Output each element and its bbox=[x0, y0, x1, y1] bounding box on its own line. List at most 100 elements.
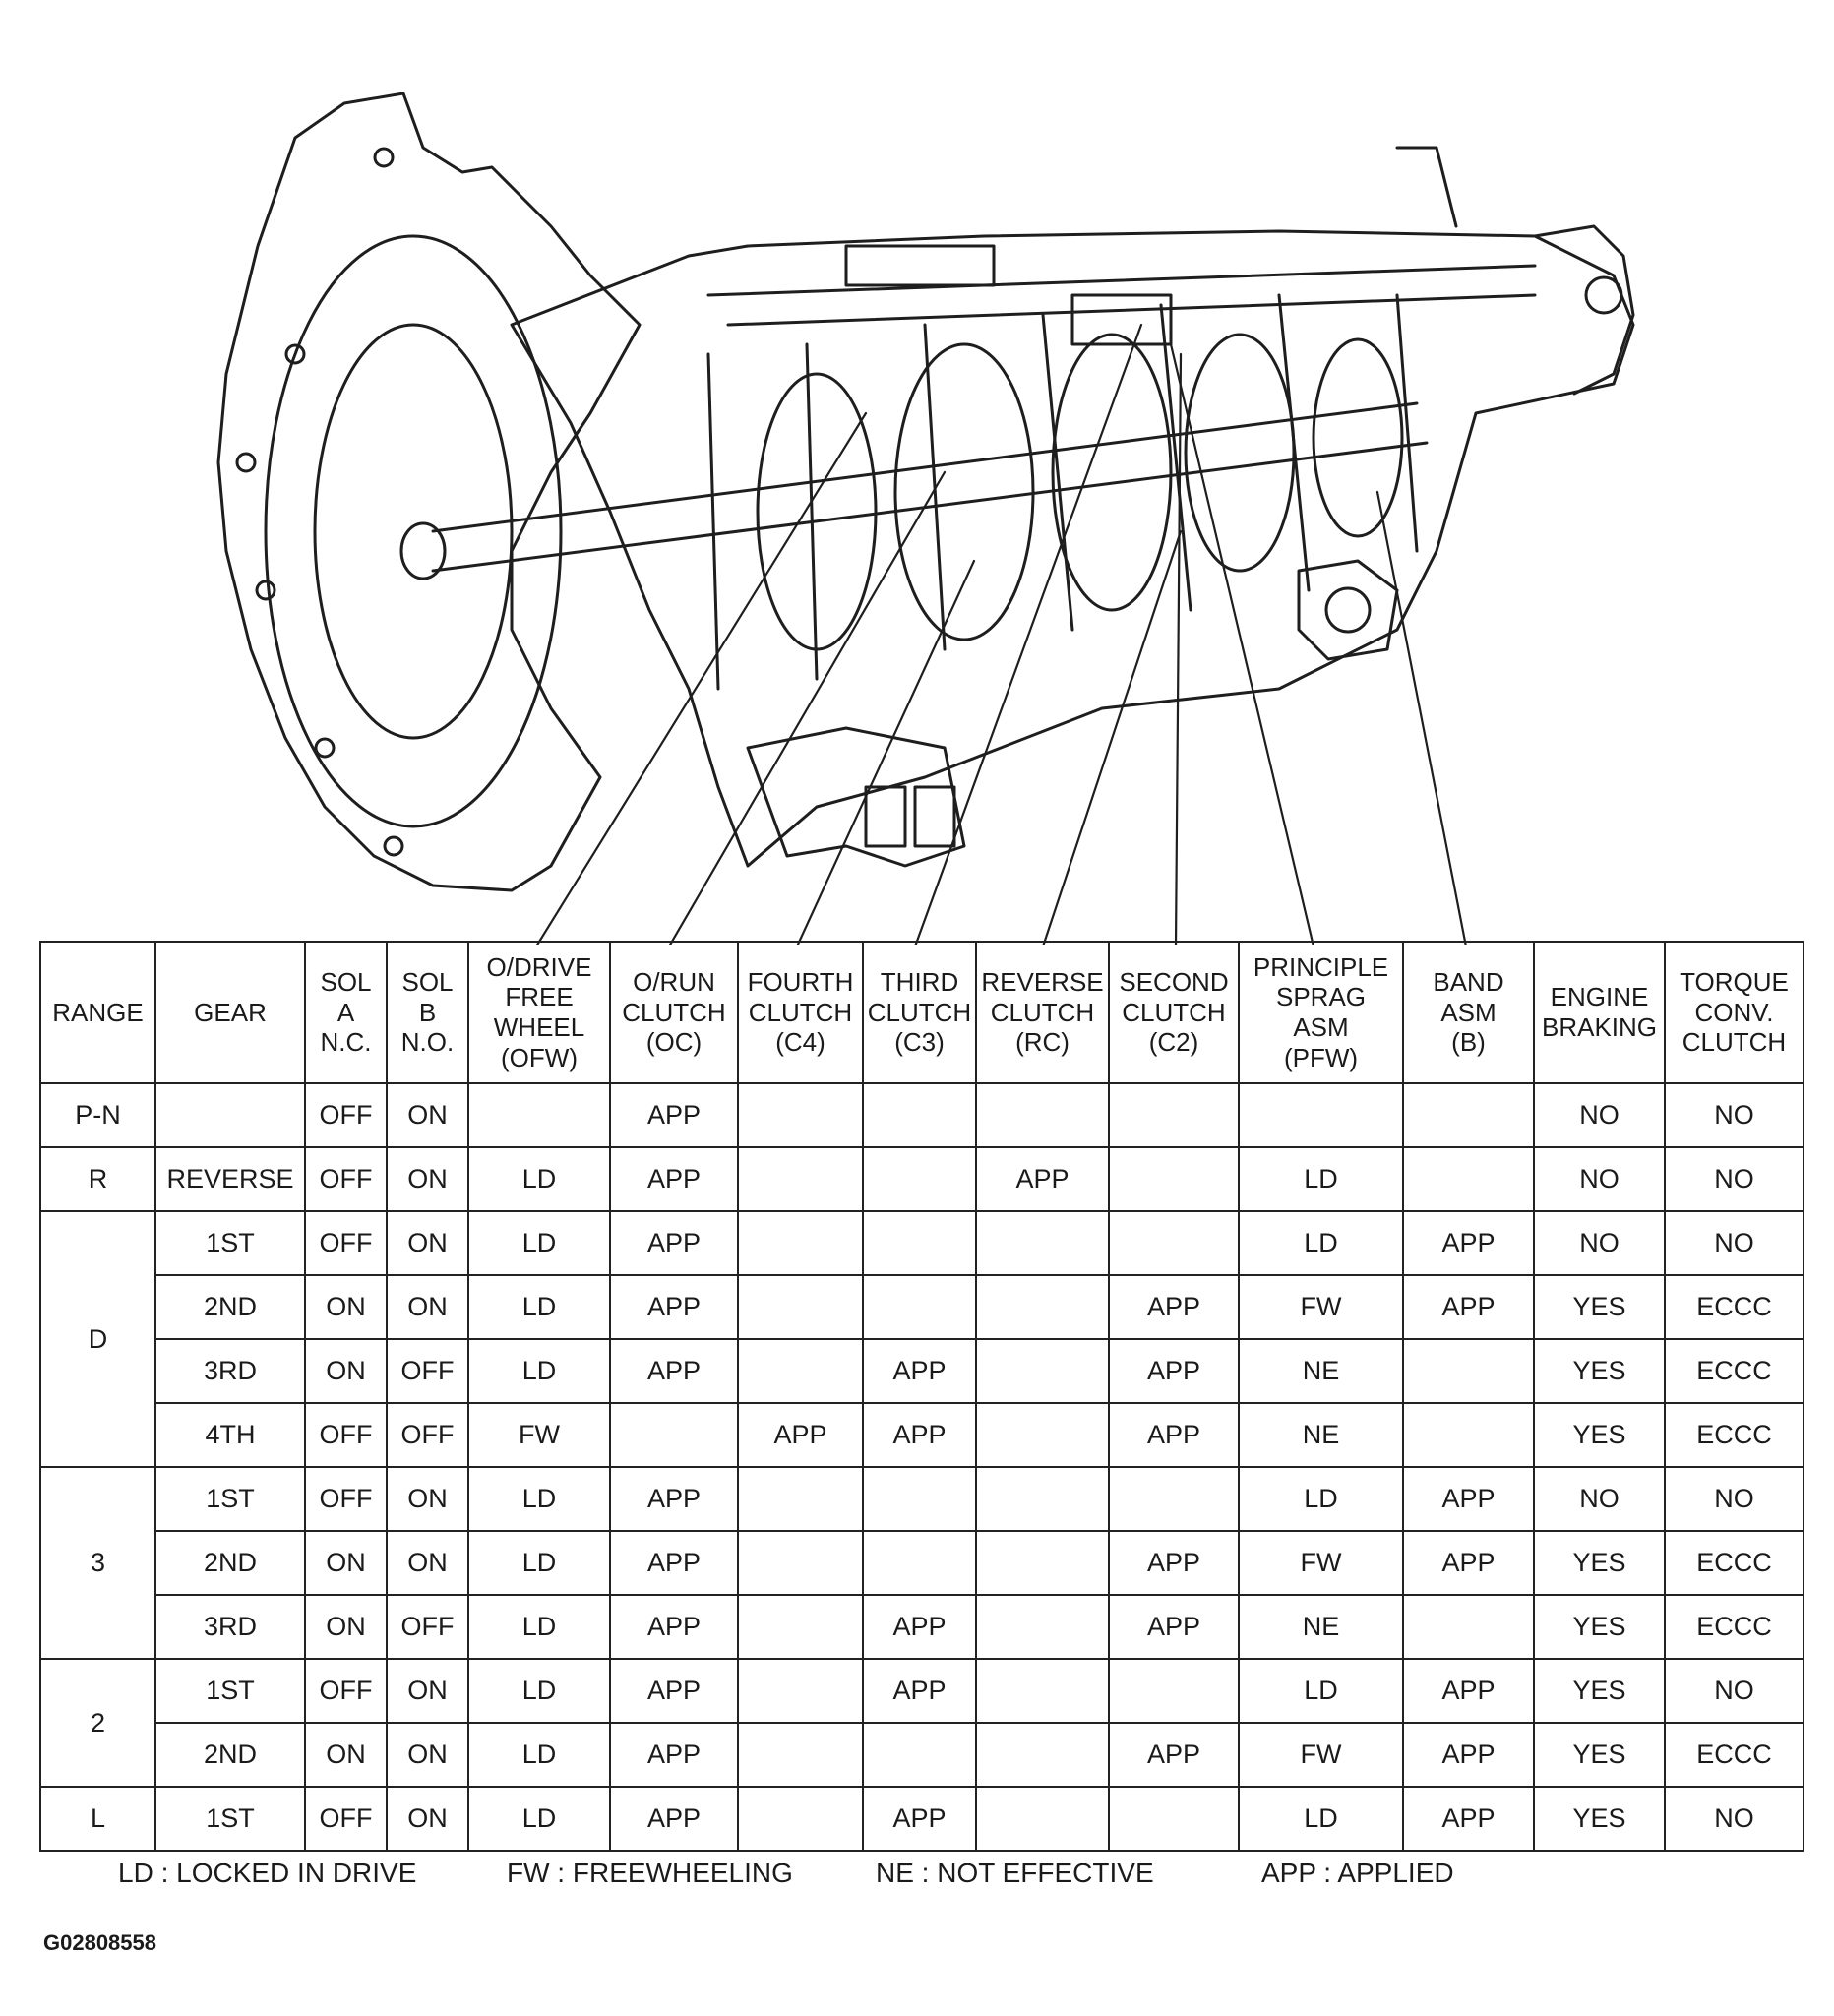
table-cell bbox=[737, 1210, 864, 1276]
bell-housing-face bbox=[264, 234, 563, 828]
table-cell: LD bbox=[1238, 1466, 1404, 1532]
table-cell: ON bbox=[386, 1274, 469, 1340]
table-cell: LD bbox=[467, 1274, 611, 1340]
leader-line-pfw bbox=[1169, 342, 1314, 945]
table-cell: LD bbox=[467, 1658, 611, 1724]
table-cell: ON bbox=[386, 1722, 469, 1788]
table-cell: APP bbox=[1108, 1722, 1240, 1788]
table-cell: OFF bbox=[304, 1402, 388, 1468]
table-cell: LD bbox=[467, 1594, 611, 1660]
table-cell: NE bbox=[1238, 1594, 1404, 1660]
column-header-line: B bbox=[418, 997, 437, 1027]
table-cell: APP bbox=[609, 1530, 739, 1596]
table-cell bbox=[1108, 1082, 1240, 1148]
table-cell: OFF bbox=[304, 1466, 388, 1532]
table-cell bbox=[737, 1082, 864, 1148]
table-cell: LD bbox=[467, 1466, 611, 1532]
column-header-line: CLUTCH bbox=[622, 997, 726, 1027]
table-cell bbox=[737, 1530, 864, 1596]
range-cell: 3 bbox=[39, 1466, 156, 1660]
table-cell: NO bbox=[1664, 1210, 1804, 1276]
valve-body bbox=[746, 726, 966, 868]
table-cell: OFF bbox=[304, 1082, 388, 1148]
table-cell: ECCC bbox=[1664, 1530, 1804, 1596]
table-cell: LD bbox=[1238, 1146, 1404, 1212]
table-cell: OFF bbox=[304, 1210, 388, 1276]
table-cell: LD bbox=[467, 1338, 611, 1404]
table-cell bbox=[737, 1658, 864, 1724]
table-cell: APP bbox=[609, 1722, 739, 1788]
column-header-line: (C4) bbox=[775, 1027, 825, 1058]
table-cell bbox=[862, 1082, 977, 1148]
table-cell: 3RD bbox=[154, 1338, 306, 1404]
leader-line-band bbox=[1376, 490, 1467, 945]
main-shaft bbox=[431, 401, 1429, 573]
column-header-line: CLUTCH bbox=[748, 997, 853, 1027]
figure-id: G02808558 bbox=[43, 1930, 156, 1955]
table-cell bbox=[975, 1786, 1110, 1852]
table-cell: ON bbox=[386, 1082, 469, 1148]
table-cell: APP bbox=[862, 1786, 977, 1852]
column-header-line: O/RUN bbox=[633, 966, 715, 997]
table-cell: 2ND bbox=[154, 1722, 306, 1788]
table-cell bbox=[1238, 1082, 1404, 1148]
table-cell: APP bbox=[862, 1338, 977, 1404]
table-cell: ECCC bbox=[1664, 1402, 1804, 1468]
table-cell: OFF bbox=[304, 1658, 388, 1724]
table-cell bbox=[975, 1338, 1110, 1404]
table-cell: YES bbox=[1533, 1594, 1666, 1660]
leader-line-c2 bbox=[1174, 352, 1183, 945]
table-cell: REVERSE bbox=[154, 1146, 306, 1212]
column-header-line: CLUTCH bbox=[990, 997, 1095, 1027]
column-header-line: BAND bbox=[1433, 966, 1504, 997]
table-cell bbox=[737, 1338, 864, 1404]
table-cell bbox=[1402, 1146, 1535, 1212]
column-header: RANGE bbox=[39, 941, 156, 1084]
range-cell: R bbox=[39, 1146, 156, 1212]
column-header-line: THIRD bbox=[880, 966, 959, 997]
column-header-line: CLUTCH bbox=[1122, 997, 1226, 1027]
column-header-line: CONV. bbox=[1694, 997, 1774, 1027]
column-header-line: N.O. bbox=[400, 1027, 455, 1058]
table-cell: ON bbox=[386, 1530, 469, 1596]
column-header-line: (OFW) bbox=[501, 1042, 578, 1072]
table-cell bbox=[737, 1466, 864, 1532]
legend-app: APP : APPLIED bbox=[1261, 1858, 1454, 1888]
transmission-case bbox=[510, 229, 1635, 868]
table-cell: APP bbox=[1402, 1658, 1535, 1724]
table-cell: YES bbox=[1533, 1786, 1666, 1852]
leader-lines bbox=[535, 323, 1467, 945]
table-cell: NO bbox=[1533, 1210, 1666, 1276]
table-cell bbox=[862, 1722, 977, 1788]
table-cell: ON bbox=[304, 1594, 388, 1660]
leader-line-ofw bbox=[535, 411, 868, 945]
column-header-line: ENGINE bbox=[1550, 982, 1649, 1012]
column-header-line: (OC) bbox=[645, 1027, 703, 1058]
column-header-line: ASM bbox=[1293, 1012, 1349, 1042]
table-cell: ON bbox=[386, 1210, 469, 1276]
table-cell: ON bbox=[386, 1658, 469, 1724]
table-cell bbox=[975, 1658, 1110, 1724]
range-cell: 2 bbox=[39, 1658, 156, 1788]
legend-ld: LD : LOCKED IN DRIVE bbox=[118, 1858, 417, 1888]
table-cell bbox=[1402, 1594, 1535, 1660]
table-cell: APP bbox=[1108, 1338, 1240, 1404]
table-cell: ON bbox=[386, 1786, 469, 1852]
table-cell: APP bbox=[609, 1146, 739, 1212]
legend: LD : LOCKED IN DRIVE FW : FREEWHEELING N… bbox=[39, 1858, 1803, 1897]
table-cell: APP bbox=[609, 1594, 739, 1660]
table-cell: LD bbox=[467, 1530, 611, 1596]
table-cell bbox=[862, 1274, 977, 1340]
